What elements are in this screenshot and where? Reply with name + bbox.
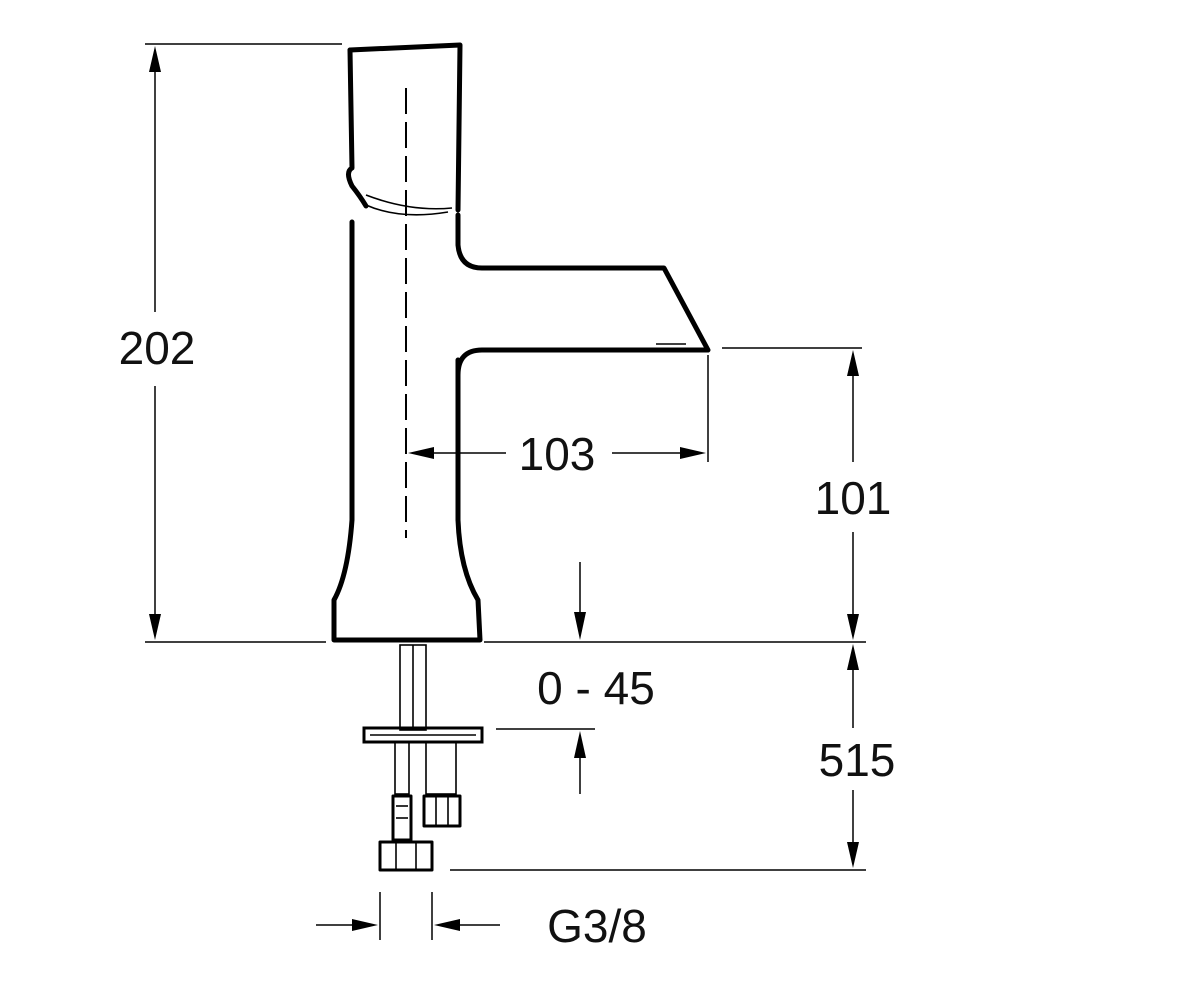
faucet-body bbox=[331, 42, 711, 643]
spout bbox=[455, 212, 711, 378]
dimension-spout-height: 101 bbox=[484, 347, 892, 643]
tail-length-label: 515 bbox=[819, 734, 896, 786]
mounting-hardware bbox=[362, 644, 484, 872]
mounting-washer bbox=[362, 726, 484, 744]
dimension-connection-thread: G3/8 bbox=[316, 892, 647, 952]
connector-nut bbox=[378, 840, 434, 872]
dimension-tail-length: 515 bbox=[450, 644, 896, 871]
total-height-label: 202 bbox=[119, 322, 196, 374]
faucet-handle-cap bbox=[346, 47, 369, 209]
column-left-side bbox=[331, 219, 483, 643]
dimension-spout-reach: 103 bbox=[408, 355, 709, 480]
handle-joint-line-2 bbox=[365, 194, 453, 210]
spout-height-label: 101 bbox=[815, 472, 892, 524]
spout-reach-label: 103 bbox=[519, 428, 596, 480]
deck-thickness-label: 0 - 45 bbox=[537, 662, 655, 714]
dimension-total-height: 202 bbox=[119, 43, 342, 643]
flex-hose bbox=[391, 794, 413, 842]
connection-thread-label: G3/8 bbox=[547, 900, 647, 952]
supply-tube-left bbox=[394, 741, 410, 795]
supply-tube-right bbox=[425, 741, 457, 795]
faucet-handle-top bbox=[347, 42, 463, 213]
handle-joint-line bbox=[365, 204, 449, 216]
dimension-deck-thickness: 0 - 45 bbox=[496, 562, 655, 794]
nut-right bbox=[422, 794, 462, 828]
